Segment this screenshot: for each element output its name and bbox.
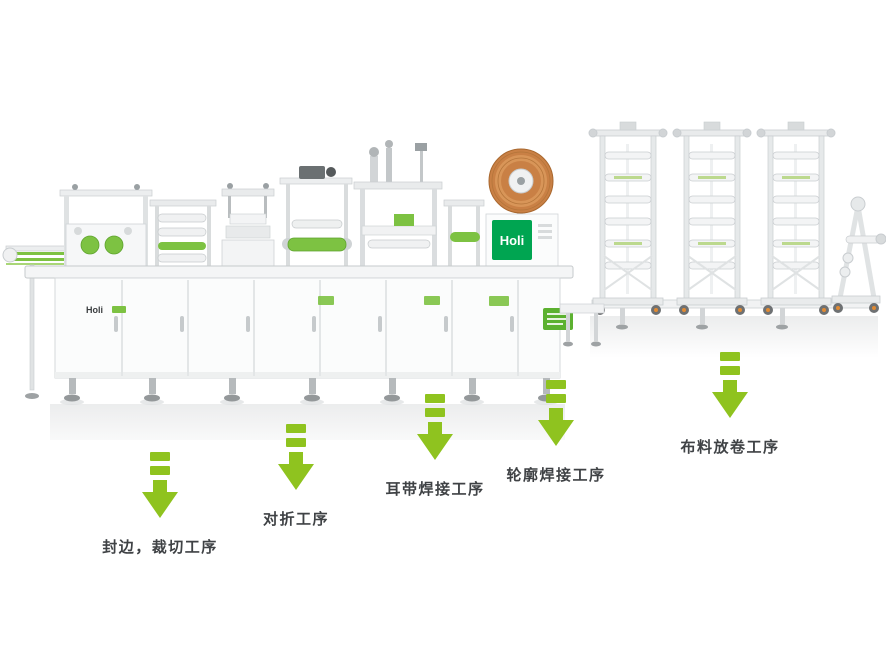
brand-logo-accent — [112, 306, 126, 313]
process-step-folding: 对折工序 — [186, 424, 406, 529]
process-step-earloop-welding: 耳带焊接工序 — [325, 394, 545, 499]
down-arrow-icon — [417, 394, 453, 460]
small-frame-module — [443, 199, 485, 266]
brand-logo-cabinet: Holi — [86, 305, 103, 315]
unwinder-stand — [831, 196, 886, 313]
main-machine: Holi — [2, 140, 605, 405]
down-arrow-icon — [712, 352, 748, 418]
process-step-contour-welding: 轮廓焊接工序 — [446, 380, 666, 485]
holi-unit: Holi — [485, 148, 559, 267]
brand-logo-panel: Holi — [500, 233, 525, 248]
rail-feet — [616, 308, 788, 330]
process-step-label: 封边，裁切工序 — [102, 539, 218, 556]
unwinding-racks — [588, 121, 886, 330]
machine-tabletop — [24, 265, 574, 279]
gantry-module — [353, 140, 443, 266]
sealing-module — [59, 184, 153, 267]
feed-conveyor — [2, 245, 99, 399]
process-step-label: 对折工序 — [262, 511, 329, 528]
green-sign — [543, 308, 573, 330]
process-step-sealing-cutting: 封边，裁切工序 — [50, 452, 270, 557]
motor — [299, 166, 325, 179]
process-step-label: 轮廓焊接工序 — [506, 467, 606, 484]
machine-illustration: Holi — [2, 121, 886, 456]
down-arrow-icon — [538, 380, 574, 446]
machine-line-drawing: Holi — [2, 121, 886, 456]
roller-stack-module — [149, 199, 217, 266]
door-handles — [114, 316, 514, 332]
rack-tower-1 — [588, 121, 668, 315]
process-step-label: 布料放卷工序 — [680, 439, 780, 456]
rack-tower-2 — [672, 121, 752, 315]
press-module — [221, 183, 275, 267]
rack-tower-3 — [756, 121, 836, 315]
door-sticker — [489, 296, 509, 306]
door-sticker — [318, 296, 334, 305]
down-arrow-icon — [142, 452, 178, 518]
process-step-fabric-unwinding: 布料放卷工序 — [620, 352, 840, 457]
brand-panel — [492, 220, 532, 260]
wire-coil-spool — [488, 148, 554, 214]
down-arrow-icon — [278, 424, 314, 490]
green-roller-module — [279, 166, 353, 266]
link-table — [559, 303, 605, 347]
machine-cabinet: Holi — [54, 277, 573, 379]
process-step-label: 耳带焊接工序 — [385, 481, 485, 498]
door-sticker — [424, 296, 440, 305]
